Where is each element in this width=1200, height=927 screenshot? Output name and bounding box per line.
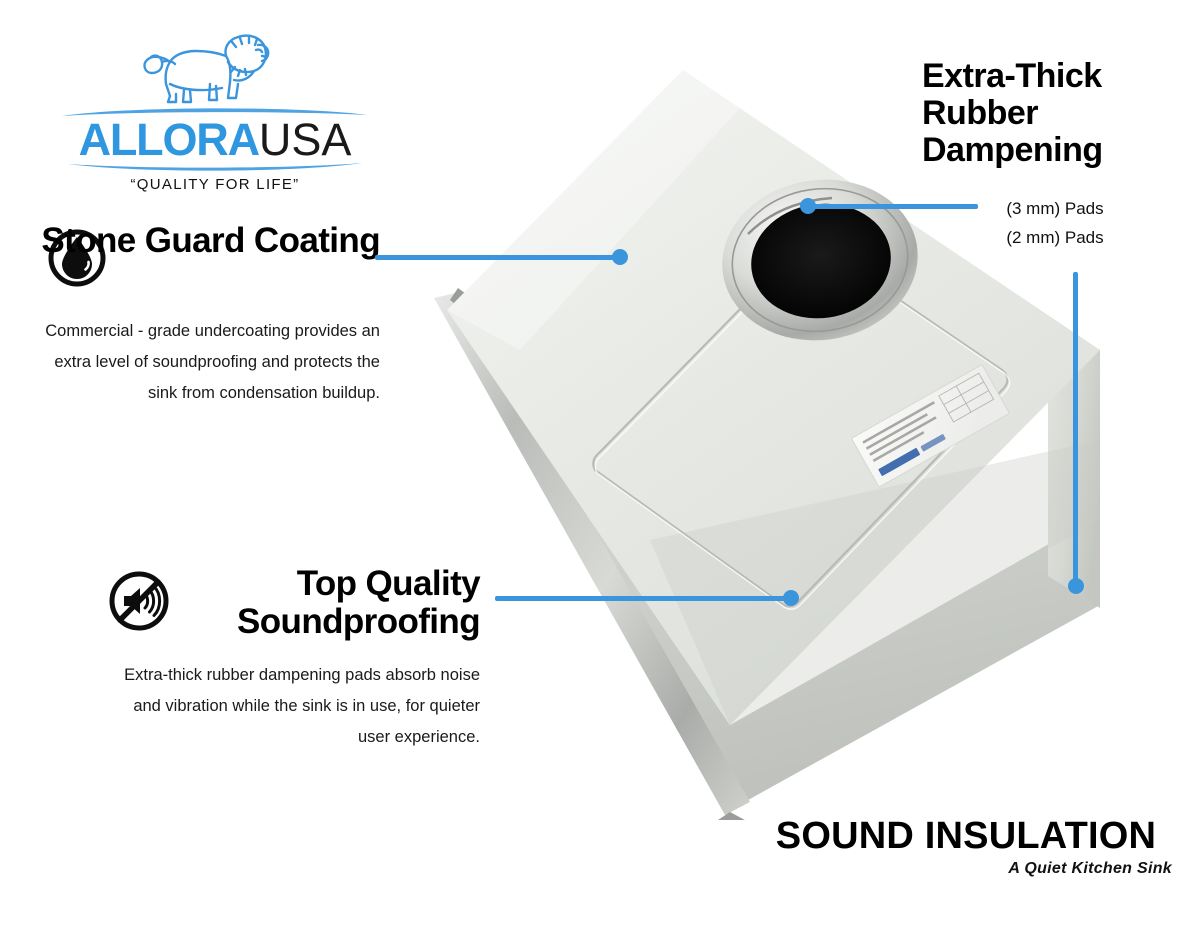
footer-subtitle: A Quiet Kitchen Sink (1008, 860, 1172, 877)
connector-dot-stone-guard (612, 249, 628, 265)
feature-body-soundproofing: Extra-thick rubber dampening pads absorb… (124, 666, 480, 746)
product-label (851, 364, 1010, 487)
feature-title-soundproofing: Top Quality Soundproofing (237, 564, 481, 641)
lion-icon (132, 28, 272, 110)
connector-line-corner (1073, 272, 1078, 590)
connector-dot-corner (1068, 578, 1084, 594)
footer-title: SOUND INSULATION (775, 815, 1157, 857)
pad-item-3mm: (3 mm) Pads (1006, 199, 1104, 218)
mute-speaker-icon (108, 570, 170, 632)
logo-text-allora: ALLORA (78, 114, 260, 165)
sink-top-face (447, 70, 1100, 725)
feature-body-stone-guard: Commercial - grade undercoating provides… (45, 322, 380, 402)
logo-text-usa: USA (258, 114, 352, 165)
feature-soundproofing: Top Quality Soundproofing Extra-thick ru… (100, 564, 481, 825)
water-droplet-icon (47, 228, 107, 288)
connector-dot-pads (800, 198, 816, 214)
brand-logo: ALLORAUSA “QUALITY FOR LIFE” (60, 28, 370, 198)
logo-tagline: “QUALITY FOR LIFE” (130, 176, 300, 193)
connector-line-soundproofing (495, 596, 795, 601)
rubber-dampening-heading: Extra-Thick Rubber Dampening (922, 57, 1103, 169)
connector-dot-soundproofing (783, 590, 799, 606)
sink-front-face (447, 310, 1100, 810)
connector-line-stone-guard (375, 255, 623, 260)
feature-stone-guard: Stone Guard Coating Commercial - grade u… (40, 222, 380, 507)
sink-pad-outline-shadow (594, 245, 1011, 610)
product-image-sink (400, 20, 1100, 820)
logo-wordmark: ALLORAUSA (60, 116, 370, 164)
logo-swoosh-top (62, 104, 368, 120)
pad-item-2mm: (2 mm) Pads (1006, 228, 1104, 247)
connector-line-pads (808, 204, 978, 209)
sink-drain-hole (722, 179, 918, 341)
pads-list: (3 mm) Pads (2 mm) Pads (930, 194, 1180, 252)
feature-title-stone-guard: Stone Guard Coating (41, 221, 380, 260)
logo-swoosh-bottom (68, 161, 362, 175)
